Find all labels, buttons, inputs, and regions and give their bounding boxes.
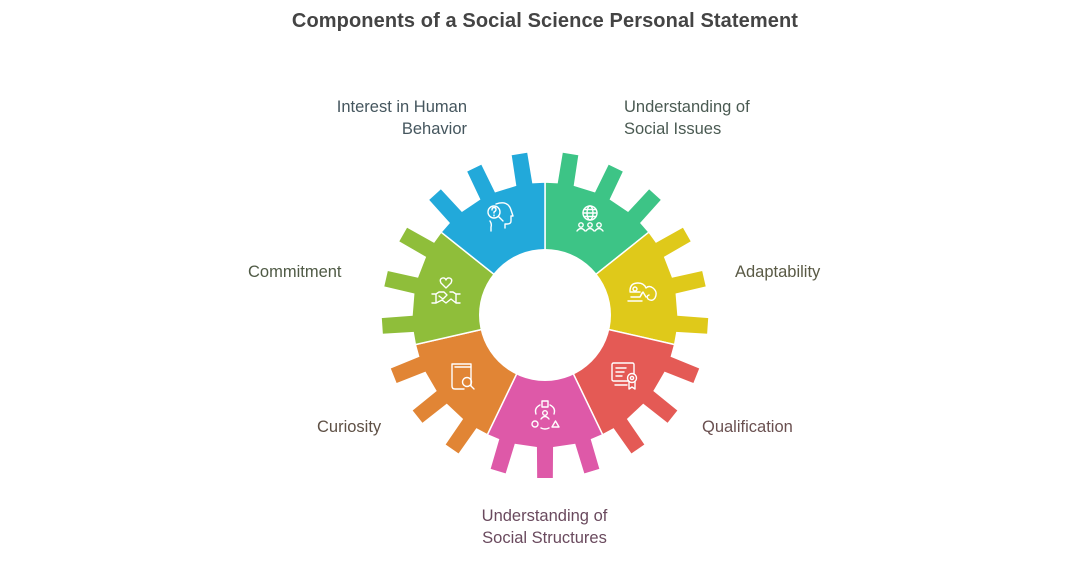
label-qualification: Qualification <box>702 416 793 438</box>
label-line: Adaptability <box>735 263 821 281</box>
certificate-icon <box>611 362 638 390</box>
label-line: Understanding of <box>481 507 608 525</box>
globe-people-icon <box>576 205 604 232</box>
label-interest-human-behavior: Interest in Human Behavior <box>320 96 467 140</box>
head-question-icon <box>487 202 514 232</box>
gear-segment-understanding-social-issues <box>544 151 663 279</box>
label-line: Qualification <box>702 418 793 436</box>
label-line: Social Structures <box>482 529 607 547</box>
chameleon-icon <box>627 282 657 302</box>
gear-segment-commitment <box>380 225 499 346</box>
gear-hub <box>479 249 611 381</box>
heart-handshake-icon <box>431 277 461 304</box>
network-shapes-icon <box>531 400 560 430</box>
gear-segment-adaptability <box>591 225 710 346</box>
label-line: Social Issues <box>624 120 722 138</box>
book-search-icon <box>451 363 475 390</box>
label-commitment: Commitment <box>248 261 342 283</box>
label-line: Behavior <box>401 120 467 138</box>
gear-segment-curiosity <box>388 327 520 456</box>
gear-segment-understanding-social-structures <box>486 368 604 480</box>
label-adaptability: Adaptability <box>735 261 820 283</box>
label-curiosity: Curiosity <box>317 416 381 438</box>
label-understanding-social-issues: Understanding of Social Issues <box>624 96 750 140</box>
gear-segment-qualification <box>570 327 702 456</box>
label-line: Interest in Human <box>336 98 467 116</box>
gear-segment-interest-human-behavior <box>427 151 546 279</box>
label-line: Curiosity <box>317 418 382 436</box>
label-line: Understanding of <box>624 98 750 116</box>
label-line: Commitment <box>248 263 342 281</box>
label-understanding-social-structures: Understanding of Social Structures <box>462 505 627 549</box>
diagram-title: Components of a Social Science Personal … <box>291 10 799 32</box>
